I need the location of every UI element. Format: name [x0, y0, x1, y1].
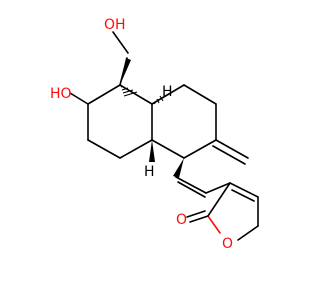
h-bottom-label: H	[144, 164, 155, 180]
bond-c13-c14	[229, 182, 259, 198]
h-top-label: H	[162, 84, 173, 100]
wedge-ch2	[120, 58, 131, 85]
molecule-diagram: OH HO H H O O	[50, 17, 259, 252]
bond-carbonyl-2	[186, 210, 206, 218]
carbonyl-o-label: O	[176, 212, 187, 228]
bond-vinyl-2	[177, 181, 206, 198]
bond-c8-c9	[183, 139, 217, 159]
bond-vinyl-1	[175, 176, 207, 194]
bond-c4-c3	[87, 84, 121, 105]
structure-canvas: OH HO H H O O	[50, 17, 259, 252]
hash-methyl-top	[120, 85, 138, 97]
bond-c5-c6	[151, 84, 185, 105]
bond-ch2-oh	[112, 31, 129, 54]
bond-o-c16	[207, 215, 221, 234]
bond-c13-c14-double	[231, 189, 255, 202]
ring-o-label: O	[222, 236, 233, 252]
hydroxymethyl-oh-label: OH	[104, 17, 126, 33]
bond-methylene-2	[212, 145, 246, 165]
bond-c1-c10	[119, 139, 153, 159]
bond-carbonyl-1	[189, 215, 209, 223]
bond-c13-c16	[207, 182, 231, 217]
wedge-sidechain	[173, 158, 184, 178]
ring-oh-label: HO	[50, 86, 72, 102]
bond-methylene-1	[215, 139, 249, 159]
bond-c9-c10	[151, 139, 185, 159]
bond-c2-c1	[87, 139, 121, 159]
bond-c6-c7	[183, 84, 217, 105]
bond-c15-o	[237, 225, 259, 241]
bond-vinyl-3	[205, 182, 231, 194]
wedge-methyl-bottom	[149, 140, 155, 162]
bond-c5-c4	[119, 84, 153, 105]
bond-c3-oh	[69, 92, 89, 105]
